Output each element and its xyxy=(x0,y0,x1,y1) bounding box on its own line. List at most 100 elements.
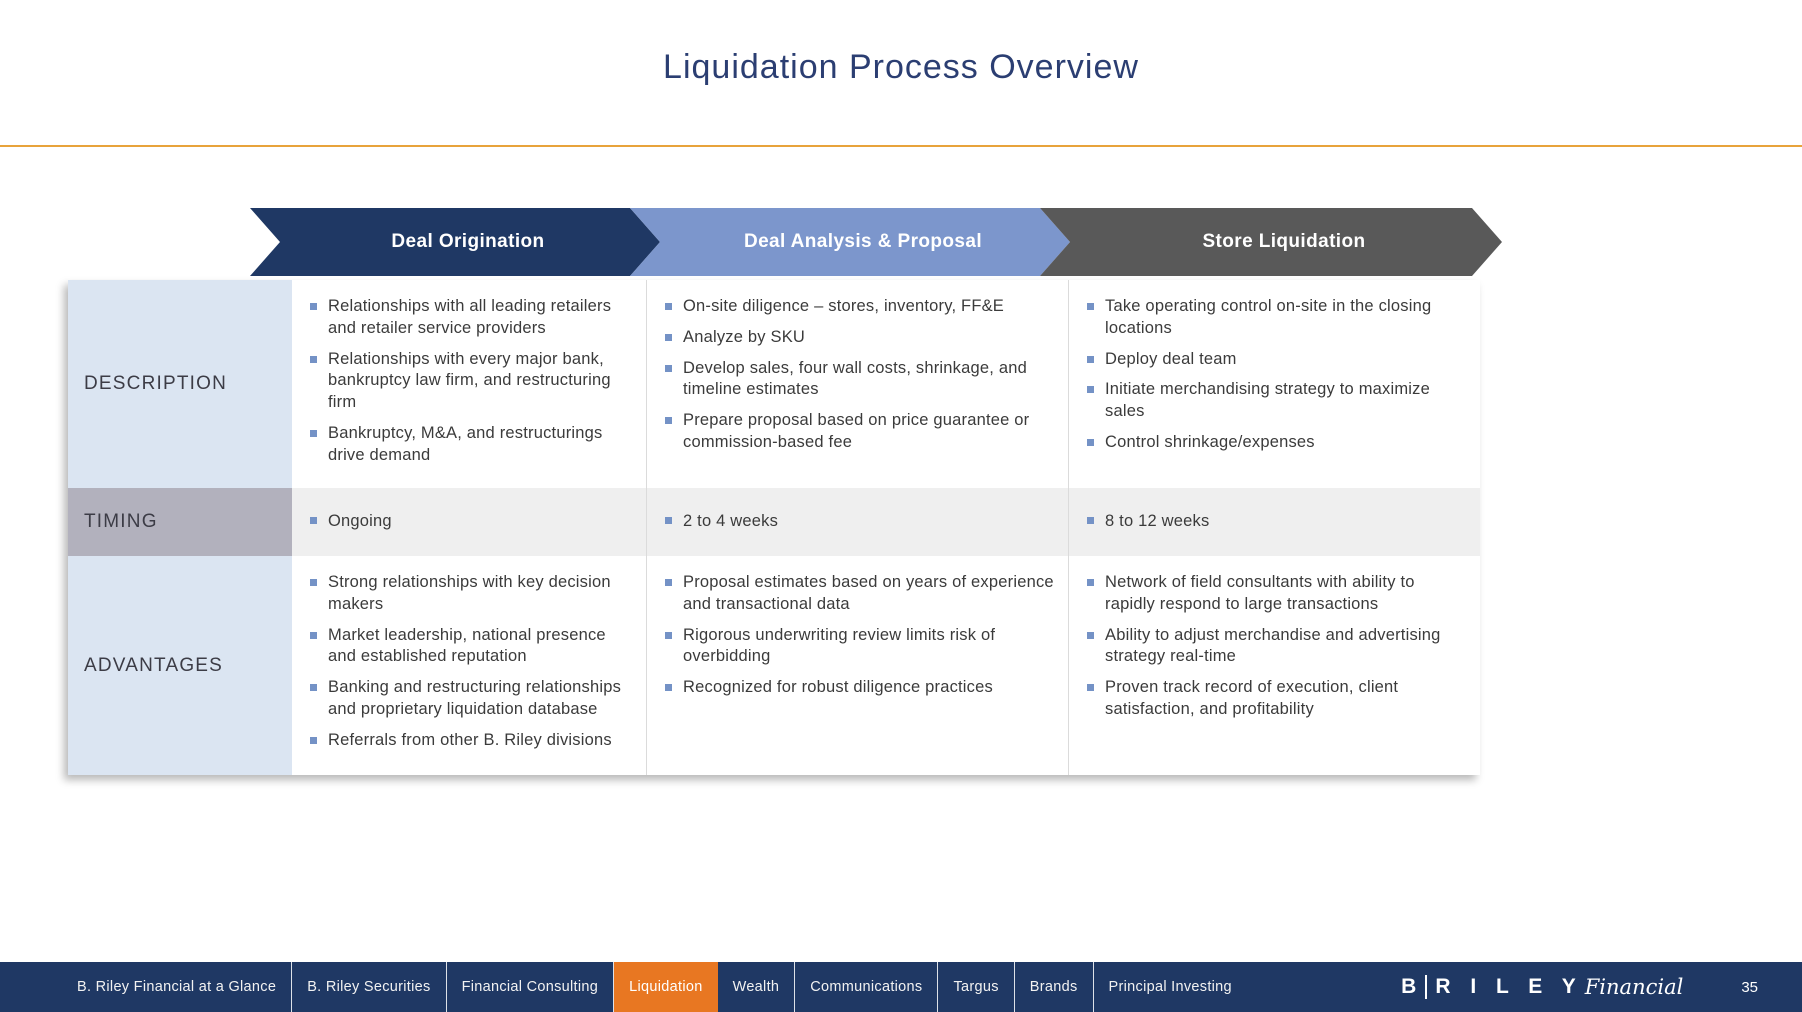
cell-timing-deal-analysis: 2 to 4 weeks xyxy=(646,488,1068,556)
bullet-square-icon xyxy=(665,417,672,425)
bullet-square-icon xyxy=(665,684,672,692)
bullet-text: Ability to adjust merchandise and advert… xyxy=(1105,625,1441,666)
table-row-timing: TIMING Ongoing 2 to 4 weeks 8 to 12 week… xyxy=(68,488,1480,556)
bullet-item: Market leadership, national presence and… xyxy=(310,625,634,669)
bullet-item: Ongoing xyxy=(310,511,392,533)
cell-description-deal-analysis: On-site diligence – stores, inventory, F… xyxy=(646,280,1068,488)
stage-label: Store Liquidation xyxy=(1202,231,1366,252)
page-number: 35 xyxy=(1741,978,1758,996)
nav-tab-b-riley-financial-at-a-glance[interactable]: B. Riley Financial at a Glance xyxy=(62,962,293,1012)
cell-description-deal-origination: Relationships with all leading retailers… xyxy=(292,280,646,488)
bullet-text: Relationships with every major bank, ban… xyxy=(328,349,611,412)
bullet-square-icon xyxy=(665,579,672,586)
bullet-item: Relationships with every major bank, ban… xyxy=(310,349,634,414)
table-row-description: DESCRIPTION Relationships with all leadi… xyxy=(68,280,1480,488)
row-label-description: DESCRIPTION xyxy=(68,280,292,488)
page-title: Liquidation Process Overview xyxy=(663,48,1139,86)
cell-advantages-deal-origination: Strong relationships with key decision m… xyxy=(292,556,646,775)
table-row-advantages: ADVANTAGES Strong relationships with key… xyxy=(68,556,1480,775)
bullet-text: Proposal estimates based on years of exp… xyxy=(683,573,1054,613)
bullet-square-icon xyxy=(310,429,317,437)
bullet-square-icon xyxy=(1087,386,1094,394)
bullet-text: Referrals from other B. Riley divisions xyxy=(328,730,612,749)
bullet-text: Relationships with all leading retailers… xyxy=(328,297,612,337)
bullet-item: Rigorous underwriting review limits risk… xyxy=(665,625,1056,669)
bullet-square-icon xyxy=(1087,579,1094,586)
nav-tab-liquidation[interactable]: Liquidation xyxy=(614,962,718,1012)
bullet-square-icon xyxy=(310,517,317,525)
bullet-item: 2 to 4 weeks xyxy=(665,511,778,533)
bullet-square-icon xyxy=(310,579,317,586)
bullet-square-icon xyxy=(1087,438,1094,446)
bullet-square-icon xyxy=(310,631,317,639)
bullet-item: Referrals from other B. Riley divisions xyxy=(310,730,634,752)
cell-description-store-liquidation: Take operating control on-site in the cl… xyxy=(1068,280,1480,488)
bullet-item: Recognized for robust diligence practice… xyxy=(665,677,1056,699)
bullet-text: 2 to 4 weeks xyxy=(683,512,779,531)
bullet-text: Proven track record of execution, client… xyxy=(1105,678,1399,718)
bullet-text: 8 to 12 weeks xyxy=(1105,512,1210,531)
logo-divider-bar xyxy=(1425,975,1428,999)
bullet-text: Banking and restructuring relationships … xyxy=(328,678,622,718)
bullet-text: Prepare proposal based on price guarante… xyxy=(683,411,1030,451)
nav-tab-wealth[interactable]: Wealth xyxy=(718,962,796,1012)
stage-label: Deal Origination xyxy=(391,231,545,252)
bullet-item: Deploy deal team xyxy=(1087,349,1468,371)
bullet-item: Bankruptcy, M&A, and restructurings driv… xyxy=(310,423,634,467)
nav-tab-targus[interactable]: Targus xyxy=(938,962,1015,1012)
bullet-square-icon xyxy=(1087,303,1094,310)
bullet-item: Relationships with all leading retailers… xyxy=(310,296,634,340)
accent-divider xyxy=(0,145,1802,147)
process-stage-band: Deal Origination Deal Analysis & Proposa… xyxy=(250,208,1502,276)
bullet-square-icon xyxy=(665,364,672,372)
bullet-item: Proven track record of execution, client… xyxy=(1087,677,1468,721)
bullet-item: Prepare proposal based on price guarante… xyxy=(665,410,1056,454)
bullet-text: Control shrinkage/expenses xyxy=(1105,432,1315,451)
process-table: DESCRIPTION Relationships with all leadi… xyxy=(68,280,1480,775)
cell-timing-store-liquidation: 8 to 12 weeks xyxy=(1068,488,1480,556)
stage-chevron-deal-origination: Deal Origination xyxy=(250,208,660,276)
bullet-item: 8 to 12 weeks xyxy=(1087,511,1209,533)
bullet-square-icon xyxy=(665,517,672,525)
bullet-text: Bankruptcy, M&A, and restructurings driv… xyxy=(328,423,603,464)
bullet-text: Develop sales, four wall costs, shrinkag… xyxy=(683,358,1027,399)
bullet-square-icon xyxy=(1087,631,1094,639)
bullet-text: Strong relationships with key decision m… xyxy=(328,573,611,613)
stage-chevron-deal-analysis-proposal: Deal Analysis & Proposal xyxy=(630,208,1070,276)
logo-riley: R I L E Y xyxy=(1435,975,1583,998)
bullet-square-icon xyxy=(1087,355,1094,363)
bullet-square-icon xyxy=(665,631,672,639)
bullet-item: Control shrinkage/expenses xyxy=(1087,432,1468,454)
bullet-square-icon xyxy=(310,684,317,692)
bullet-square-icon xyxy=(1087,684,1094,692)
bullet-item: Initiate merchandising strategy to maxim… xyxy=(1087,379,1468,423)
nav-tab-principal-investing[interactable]: Principal Investing xyxy=(1108,979,1232,995)
brand-logo: B R I L E Y Financial xyxy=(1401,962,1683,1012)
row-label-timing: TIMING xyxy=(68,488,292,556)
bullet-item: Banking and restructuring relationships … xyxy=(310,677,634,721)
bullet-item: Ability to adjust merchandise and advert… xyxy=(1087,625,1468,669)
bottom-nav: B. Riley Financial at a Glance B. Riley … xyxy=(0,962,1802,1012)
bullet-text: Network of field consultants with abilit… xyxy=(1105,573,1415,613)
bullet-text: Market leadership, national presence and… xyxy=(328,625,606,666)
row-label-advantages: ADVANTAGES xyxy=(68,556,292,775)
bullet-text: Initiate merchandising strategy to maxim… xyxy=(1105,380,1430,421)
nav-tab-communications[interactable]: Communications xyxy=(795,962,939,1012)
bullet-text: Take operating control on-site in the cl… xyxy=(1105,297,1432,337)
cell-timing-deal-origination: Ongoing xyxy=(292,488,646,556)
bullet-text: Rigorous underwriting review limits risk… xyxy=(683,625,996,666)
bullet-square-icon xyxy=(310,736,317,744)
cell-advantages-deal-analysis: Proposal estimates based on years of exp… xyxy=(646,556,1068,775)
bullet-text: Deploy deal team xyxy=(1105,349,1237,368)
bullet-item: Develop sales, four wall costs, shrinkag… xyxy=(665,358,1056,402)
nav-tab-b-riley-securities[interactable]: B. Riley Securities xyxy=(292,962,447,1012)
bullet-text: On-site diligence – stores, inventory, F… xyxy=(683,297,1005,315)
logo-financial: Financial xyxy=(1584,975,1684,999)
bullet-item: Proposal estimates based on years of exp… xyxy=(665,572,1056,616)
bullet-square-icon xyxy=(310,355,317,363)
bullet-square-icon xyxy=(665,333,672,341)
nav-tab-brands[interactable]: Brands xyxy=(1015,962,1094,1012)
nav-tab-financial-consulting[interactable]: Financial Consulting xyxy=(447,962,615,1012)
bullet-text: Recognized for robust diligence practice… xyxy=(683,678,993,697)
